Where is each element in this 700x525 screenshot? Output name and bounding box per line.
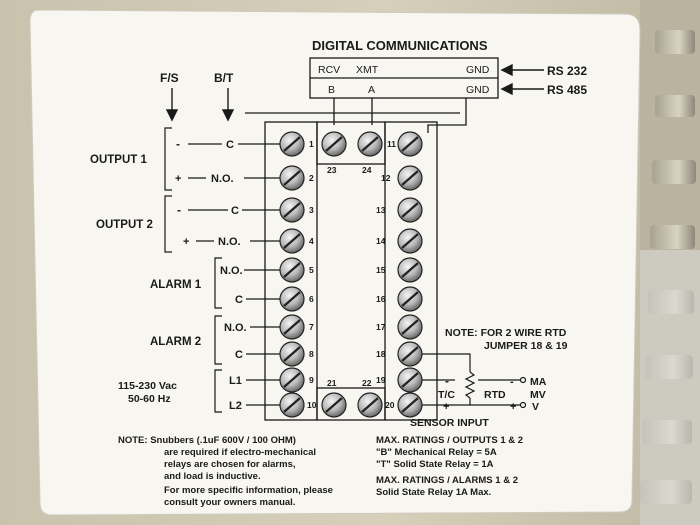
gnd-label: GND: [466, 64, 490, 76]
left-terminal-screws: [279, 131, 305, 418]
alarm2-c: C: [235, 349, 243, 361]
rs485-label: RS 485: [547, 83, 587, 97]
floor: [640, 250, 700, 525]
tc-plus: +: [443, 401, 449, 413]
comm-box: [309, 57, 499, 99]
svg-text:10: 10: [307, 400, 317, 410]
top-terminal-screws: [321, 131, 383, 157]
gnd2-label: GND: [466, 84, 490, 96]
svg-text:and load is inductive.: and load is inductive.: [164, 471, 261, 482]
a-label: A: [368, 84, 375, 96]
output2-plus: +: [183, 236, 189, 248]
svg-text:9: 9: [309, 375, 314, 385]
rs-arrows: [500, 63, 544, 96]
power-l2: L2: [229, 400, 242, 412]
svg-text:2: 2: [309, 173, 314, 183]
digital-communications-title: DIGITAL COMMUNICATIONS: [312, 38, 488, 53]
terminal-22-label: 22: [362, 378, 372, 388]
output1-no: N.O.: [211, 173, 234, 185]
power-voltage-label: 115-230 Vac: [118, 380, 177, 392]
svg-text:relays are chosen for alarms,: relays are chosen for alarms,: [164, 459, 296, 470]
label-sticker: [29, 9, 641, 516]
sensor-wiring: [422, 353, 527, 409]
output1-plus: +: [175, 173, 181, 185]
svg-text:"B" Mechanical Relay = 5A: "B" Mechanical Relay = 5A: [376, 447, 497, 458]
output2-c: C: [231, 205, 239, 217]
fs-bt-arrows: [165, 88, 235, 122]
rtd-label: RTD: [484, 389, 506, 401]
ma-minus: -: [510, 376, 514, 388]
svg-text:18: 18: [376, 349, 386, 359]
svg-text:19: 19: [376, 375, 386, 385]
svg-text:4: 4: [309, 236, 314, 246]
alarm1-label: ALARM 1: [150, 279, 202, 291]
alarm2-no: N.O.: [224, 322, 247, 334]
tc-minus: -: [445, 374, 449, 388]
alarm2-label: ALARM 2: [150, 336, 201, 348]
svg-text:14: 14: [376, 236, 386, 246]
sensor-input-label: SENSOR INPUT: [410, 417, 489, 429]
b-label: B: [328, 84, 335, 96]
comm-wires: [245, 98, 467, 133]
right-terminal-screws: [397, 131, 423, 418]
v-plus: +: [510, 401, 516, 413]
svg-text:6: 6: [309, 294, 314, 304]
svg-text:MAX. RATINGS / OUTPUTS 1 & 2: MAX. RATINGS / OUTPUTS 1 & 2: [376, 435, 523, 446]
mv-label: MV: [530, 389, 546, 401]
output2-no: N.O.: [218, 236, 241, 248]
svg-text:5: 5: [309, 265, 314, 275]
v-label: V: [532, 401, 539, 413]
output1-c: C: [226, 139, 234, 151]
svg-text:For more specific information,: For more specific information, please: [164, 485, 333, 496]
svg-text:3: 3: [309, 205, 314, 215]
svg-text:1: 1: [309, 139, 314, 149]
tc-label: T/C: [438, 389, 455, 401]
output2-minus: -: [177, 203, 181, 217]
svg-text:13: 13: [376, 205, 386, 215]
output2-label: OUTPUT 2: [96, 219, 153, 231]
right-terminal-numbers: 11 12 13 14 15 16 17 18 19 20: [376, 139, 396, 410]
ma-label: MA: [530, 376, 547, 388]
svg-text:MAX. RATINGS / ALARMS 1 & 2: MAX. RATINGS / ALARMS 1 & 2: [376, 475, 518, 486]
power-frequency-label: 50-60 Hz: [128, 393, 171, 405]
max-ratings: MAX. RATINGS / OUTPUTS 1 & 2 "B" Mechani…: [376, 435, 523, 498]
power-l1: L1: [229, 375, 242, 387]
svg-text:8: 8: [309, 349, 314, 359]
snubber-note: NOTE: Snubbers (.1uF 600V / 100 OHM) are…: [118, 435, 333, 508]
terminal-23-label: 23: [327, 165, 337, 175]
rtd-note-line1: NOTE: FOR 2 WIRE RTD: [445, 327, 567, 339]
svg-text:Solid State Relay 1A Max.: Solid State Relay 1A Max.: [376, 487, 491, 498]
terminal-21-label: 21: [327, 378, 337, 388]
svg-text:7: 7: [309, 322, 314, 332]
svg-text:16: 16: [376, 294, 386, 304]
left-wiring: [164, 127, 280, 413]
output1-minus: -: [176, 137, 180, 151]
alarm1-no: N.O.: [220, 265, 243, 277]
svg-text:20: 20: [385, 400, 395, 410]
rs232-label: RS 232: [547, 64, 587, 78]
bottom-terminal-screws: [321, 392, 383, 418]
terminal-block-frame: [264, 121, 438, 421]
terminal-24-label: 24: [362, 165, 372, 175]
output1-label: OUTPUT 1: [90, 154, 147, 166]
svg-text:are required if electro-mechan: are required if electro-mechanical: [164, 447, 316, 458]
fs-label: F/S: [160, 71, 179, 85]
xmt-label: XMT: [356, 64, 379, 76]
svg-text:11: 11: [387, 139, 396, 149]
rcv-label: RCV: [318, 64, 340, 76]
left-terminal-numbers: 1 2 3 4 5 6 7 8 9 10: [307, 139, 317, 410]
svg-text:12: 12: [381, 173, 391, 183]
svg-text:"T" Solid State Relay = 1A: "T" Solid State Relay = 1A: [376, 459, 494, 470]
svg-text:consult your owners manual.: consult your owners manual.: [164, 497, 295, 508]
bt-label: B/T: [214, 71, 234, 85]
svg-text:NOTE: Snubbers (.1uF 600V / 10: NOTE: Snubbers (.1uF 600V / 100 OHM): [118, 435, 296, 446]
svg-text:15: 15: [376, 265, 386, 275]
alarm1-c: C: [235, 294, 243, 306]
rtd-note-line2: JUMPER 18 & 19: [484, 340, 568, 352]
svg-text:17: 17: [376, 322, 386, 332]
